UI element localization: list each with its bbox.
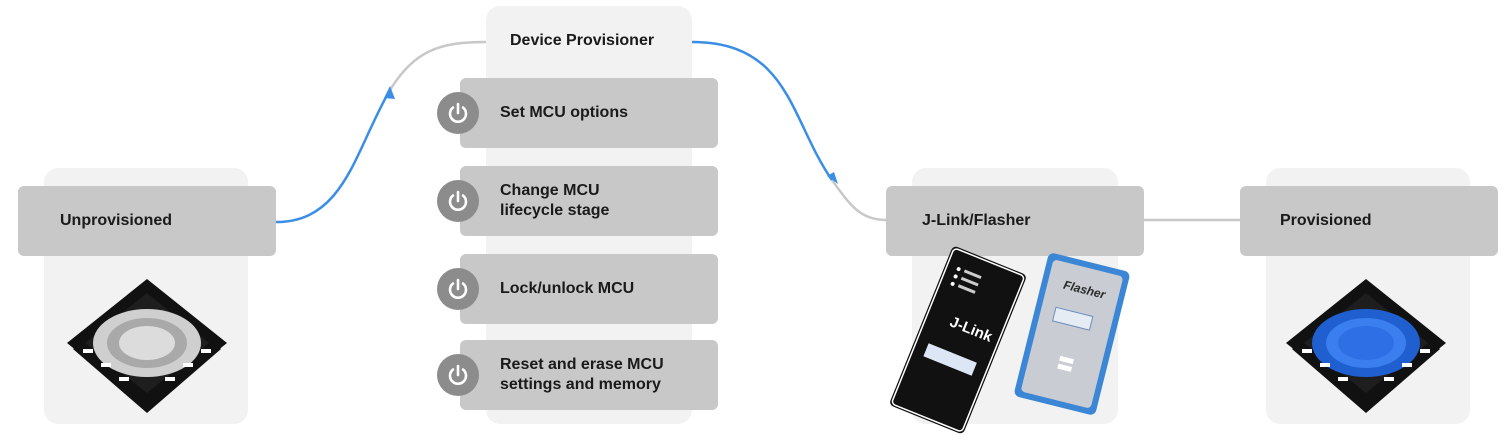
arrowhead-right — [827, 172, 838, 184]
power-icon — [437, 354, 479, 396]
power-icon — [437, 180, 479, 222]
step-lock-unlock[interactable]: Lock/unlock MCU — [460, 254, 718, 324]
connector-provisioner-to-jlink — [691, 40, 834, 181]
step-label: Lock/unlock MCU — [500, 280, 635, 297]
power-icon — [437, 268, 479, 310]
connector-gray-right — [830, 179, 887, 222]
step-label: Set MCU options — [500, 104, 628, 121]
unprovisioned-text: Unprovisioned — [60, 212, 173, 229]
jlink-text: J-Link/Flasher — [922, 212, 1031, 229]
provisioned-label: Provisioned — [1240, 186, 1498, 256]
jlink-label: J-Link/Flasher — [886, 186, 1144, 256]
step-set-mcu-options[interactable]: Set MCU options — [460, 78, 718, 148]
connector-unprov-to-provisioner — [275, 89, 392, 224]
arrowhead-left — [384, 86, 395, 99]
connector-gray-left — [388, 40, 487, 91]
provisioned-text: Provisioned — [1280, 212, 1372, 229]
unprovisioned-label: Unprovisioned — [18, 186, 276, 256]
step-change-lifecycle[interactable]: Change MCU lifecycle stage — [460, 166, 718, 236]
step-reset-erase[interactable]: Reset and erase MCU settings and memory — [460, 340, 718, 410]
power-icon — [437, 92, 479, 134]
step-label: Change MCU lifecycle stage — [500, 182, 610, 219]
step-label: Reset and erase MCU settings and memory — [500, 356, 664, 393]
provisioner-title: Device Provisioner — [510, 32, 655, 49]
